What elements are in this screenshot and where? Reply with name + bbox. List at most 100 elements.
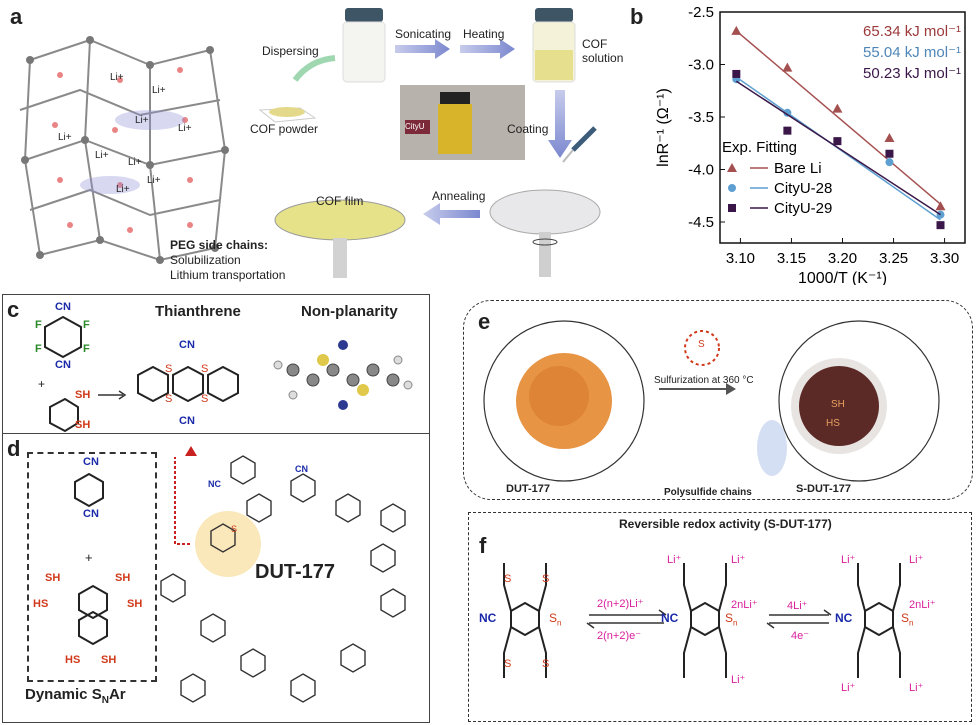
nc-label: NC — [835, 611, 853, 625]
sh-label: SH — [45, 572, 61, 584]
s-label: S — [201, 393, 209, 405]
sn-label: Sn — [901, 611, 914, 628]
arrow1-top-label: 2(n+2)Li⁺ — [597, 598, 644, 610]
f-label: F — [35, 343, 42, 355]
s-label: S — [504, 573, 512, 585]
li-label: Li+ — [152, 85, 166, 96]
peg-line2: Lithium transportation — [170, 268, 286, 282]
nc-label: NC — [208, 479, 221, 489]
cn-label: CN — [179, 339, 195, 351]
coating-label: Coating — [507, 122, 549, 136]
s-dut177-label: S-DUT-177 — [796, 483, 852, 495]
hs-label: HS — [826, 418, 840, 429]
activation-energy-label: 50.23 kJ mol⁻¹ — [863, 65, 961, 82]
dut177-label: DUT-177 — [255, 561, 336, 583]
data-point — [935, 201, 946, 211]
x-tick-label: 3.20 — [828, 250, 857, 267]
twonli-label: 2nLi⁺ — [909, 599, 936, 611]
legend-title: Exp. Fitting — [722, 139, 797, 156]
plus-sign: + — [38, 377, 46, 391]
li-label: Li+ — [128, 157, 142, 168]
li-label: Li+ — [147, 175, 161, 186]
panel-f: f Reversible redox activity (S-DUT-177) … — [468, 512, 972, 722]
x-tick-label: 3.10 — [726, 250, 755, 267]
data-point — [782, 62, 793, 72]
annealing-label: Annealing — [432, 189, 486, 203]
legend-marker — [727, 163, 737, 172]
data-point — [885, 158, 894, 167]
li-label: Li+ — [178, 123, 192, 134]
f-label: F — [83, 343, 90, 355]
sh-label: SH — [75, 419, 91, 431]
x-axis-label: 1000/T (K⁻¹) — [798, 270, 887, 285]
data-point — [783, 126, 792, 135]
plus-sign: + — [85, 550, 93, 565]
x-tick-label: 3.30 — [930, 250, 959, 267]
li-label: Li⁺ — [667, 554, 682, 566]
sh-label: SH — [115, 572, 131, 584]
data-point — [885, 149, 894, 158]
s-label: S — [698, 339, 705, 350]
sulfurization-label: Sulfurization at 360 °C — [654, 375, 754, 386]
sn-label: Sn — [725, 611, 738, 628]
li-label: Li+ — [116, 184, 130, 195]
data-point — [833, 137, 842, 146]
hs-label: HS — [65, 654, 81, 666]
legend-label: CityU-29 — [774, 200, 832, 217]
li-label: Li⁺ — [731, 554, 746, 566]
li-label: Li+ — [110, 72, 124, 83]
panel-label-f: f — [479, 533, 487, 558]
activation-energy-label: 55.04 kJ mol⁻¹ — [863, 44, 961, 61]
y-tick-label: -4.0 — [688, 162, 714, 179]
panel-c: c CN CN F F F F + SH SH Thianthrene Non-… — [2, 294, 430, 434]
panel-label-b: b — [630, 4, 644, 29]
twonli-label: 2nLi⁺ — [731, 599, 758, 611]
s-label: S — [504, 658, 512, 670]
panel-f-title: Reversible redox activity (S-DUT-177) — [619, 517, 832, 531]
thianthrene-scheme — [44, 315, 413, 433]
data-point — [936, 221, 945, 230]
data-point — [832, 103, 843, 113]
panel-label-c: c — [7, 297, 20, 322]
sulfurization-scheme — [483, 320, 940, 482]
arrow2-top-label: 4Li⁺ — [787, 600, 808, 612]
monomer-box — [27, 452, 157, 682]
x-tick-label: 3.15 — [777, 250, 806, 267]
dispersing-label: Dispersing — [262, 44, 319, 58]
legend-label: CityU-28 — [774, 180, 832, 197]
panel-e: e DUT-177 Sulfurization at 360 °C Polysu… — [463, 300, 973, 500]
dut177-label: DUT-177 — [506, 483, 551, 495]
s-label: S — [542, 573, 550, 585]
li-label: Li+ — [135, 115, 149, 126]
data-point — [783, 108, 792, 117]
legend-marker — [728, 184, 736, 192]
peg-title: PEG side chains: — [170, 238, 269, 252]
f-label: F — [35, 319, 42, 331]
li-label: Li+ — [95, 150, 109, 161]
x-tick-label: 3.25 — [879, 250, 908, 267]
nc-label: NC — [479, 611, 497, 625]
cof-framework-illustration — [19, 36, 229, 264]
li-label: Li⁺ — [731, 674, 746, 686]
panel-label-e: e — [478, 309, 491, 334]
cn-label: CN — [179, 415, 195, 427]
cn-label: CN — [55, 359, 71, 371]
sonicating-label: Sonicating — [395, 27, 452, 41]
y-axis-label: lnR⁻¹ (Ω⁻¹) — [655, 88, 672, 167]
li-label: Li⁺ — [841, 554, 856, 566]
dynamic-snar-label: Dynamic SNAr — [25, 686, 126, 706]
sh-label: SH — [101, 654, 117, 666]
nonplanarity-title: Non-planarity — [301, 303, 398, 320]
s-label: S — [165, 393, 173, 405]
panel-label-d: d — [7, 436, 21, 461]
dut177-network — [74, 446, 406, 703]
panel-a: a Li+ Li+ Li+ Li+ Li+ Li+ Li+ Li+ Li+ PE… — [0, 0, 623, 285]
arrow1-bottom-label: 2(n+2)e⁻ — [597, 630, 642, 642]
heating-label: Heating — [463, 27, 505, 41]
s-label: S — [231, 524, 238, 534]
s-label: S — [201, 363, 209, 375]
data-point — [732, 69, 741, 78]
thianthrene-title: Thianthrene — [155, 303, 241, 320]
fit-line — [735, 30, 941, 205]
li-label: Li+ — [58, 132, 72, 143]
